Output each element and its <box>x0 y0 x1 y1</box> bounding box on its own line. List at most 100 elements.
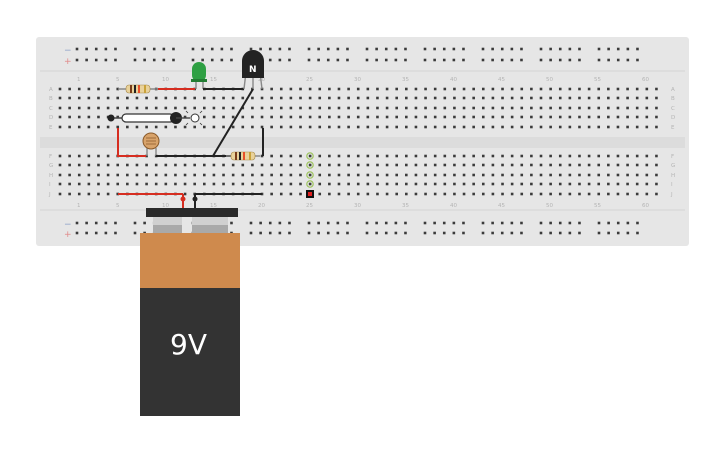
breadboard-hole[interactable] <box>97 163 100 167</box>
breadboard-hole[interactable] <box>655 154 658 158</box>
breadboard-hole[interactable] <box>116 173 120 177</box>
breadboard-hole[interactable] <box>106 106 110 110</box>
breadboard-hole[interactable] <box>539 87 543 91</box>
breadboard-hole[interactable] <box>174 182 177 186</box>
breadboard-hole[interactable] <box>607 87 610 91</box>
breadboard-hole[interactable] <box>645 125 649 129</box>
breadboard-hole[interactable] <box>626 221 630 225</box>
breadboard-hole[interactable] <box>616 58 620 62</box>
breadboard-hole[interactable] <box>328 96 331 100</box>
breadboard-hole[interactable] <box>539 231 543 235</box>
breadboard-hole[interactable] <box>106 173 110 177</box>
breadboard-hole[interactable] <box>626 96 629 100</box>
breadboard-hole[interactable] <box>587 96 591 100</box>
breadboard-hole[interactable] <box>164 125 168 129</box>
breadboard-hole[interactable] <box>568 106 572 110</box>
breadboard-hole[interactable] <box>222 173 225 177</box>
breadboard-hole[interactable] <box>328 154 331 158</box>
breadboard-hole[interactable] <box>433 192 437 196</box>
breadboard-hole[interactable] <box>443 182 447 186</box>
breadboard-hole[interactable] <box>568 125 572 129</box>
breadboard-hole[interactable] <box>318 125 322 129</box>
breadboard-hole[interactable] <box>193 96 196 100</box>
breadboard-hole[interactable] <box>549 106 552 110</box>
breadboard-hole[interactable] <box>143 58 146 62</box>
breadboard-hole[interactable] <box>597 221 601 225</box>
breadboard-hole[interactable] <box>58 154 62 158</box>
breadboard-hole[interactable] <box>356 163 360 167</box>
breadboard-hole[interactable] <box>231 96 235 100</box>
breadboard-hole[interactable] <box>241 96 245 100</box>
breadboard-hole[interactable] <box>279 115 283 119</box>
breadboard-hole[interactable] <box>578 96 581 100</box>
breadboard-hole[interactable] <box>77 173 81 177</box>
breadboard-hole[interactable] <box>443 115 447 119</box>
breadboard-hole[interactable] <box>549 221 552 225</box>
breadboard-hole[interactable] <box>539 221 543 225</box>
breadboard-hole[interactable] <box>278 58 282 62</box>
breadboard-hole[interactable] <box>395 87 398 91</box>
breadboard-hole[interactable] <box>337 106 341 110</box>
breadboard-hole[interactable] <box>558 154 562 158</box>
breadboard-hole[interactable] <box>433 231 436 235</box>
breadboard-hole[interactable] <box>510 125 514 129</box>
breadboard-hole[interactable] <box>268 58 272 62</box>
breadboard-hole[interactable] <box>405 106 408 110</box>
breadboard-hole[interactable] <box>626 106 629 110</box>
breadboard-hole[interactable] <box>77 154 81 158</box>
breadboard-hole[interactable] <box>510 87 514 91</box>
breadboard-hole[interactable] <box>385 106 389 110</box>
breadboard-hole[interactable] <box>97 87 100 91</box>
breadboard-hole[interactable] <box>626 58 630 62</box>
breadboard-hole[interactable] <box>636 47 639 51</box>
breadboard-hole[interactable] <box>356 87 360 91</box>
breadboard-hole[interactable] <box>462 154 466 158</box>
breadboard-hole[interactable] <box>135 125 139 129</box>
breadboard-hole[interactable] <box>405 154 408 158</box>
breadboard-hole[interactable] <box>453 106 456 110</box>
breadboard-hole[interactable] <box>183 182 187 186</box>
breadboard-hole[interactable] <box>616 106 620 110</box>
breadboard-hole[interactable] <box>154 106 158 110</box>
breadboard-hole[interactable] <box>568 96 572 100</box>
breadboard-hole[interactable] <box>385 192 389 196</box>
breadboard-hole[interactable] <box>279 106 283 110</box>
breadboard-hole[interactable] <box>133 47 137 51</box>
breadboard-hole[interactable] <box>328 173 331 177</box>
breadboard-hole[interactable] <box>77 125 81 129</box>
breadboard-hole[interactable] <box>308 87 312 91</box>
breadboard-hole[interactable] <box>558 115 562 119</box>
breadboard-hole[interactable] <box>442 221 446 225</box>
breadboard-hole[interactable] <box>616 154 620 158</box>
breadboard-hole[interactable] <box>491 163 495 167</box>
breadboard-hole[interactable] <box>520 182 524 186</box>
breadboard-hole[interactable] <box>424 182 427 186</box>
breadboard-hole[interactable] <box>607 192 610 196</box>
breadboard-hole[interactable] <box>193 106 196 110</box>
breadboard-hole[interactable] <box>318 115 322 119</box>
breadboard-hole[interactable] <box>442 231 446 235</box>
breadboard-hole[interactable] <box>424 154 427 158</box>
breadboard-hole[interactable] <box>510 192 514 196</box>
breadboard-hole[interactable] <box>154 163 158 167</box>
breadboard-hole[interactable] <box>116 182 120 186</box>
breadboard-hole[interactable] <box>385 115 389 119</box>
breadboard-hole[interactable] <box>472 106 475 110</box>
breadboard-hole[interactable] <box>58 173 62 177</box>
breadboard-hole[interactable] <box>231 163 235 167</box>
breadboard-hole[interactable] <box>530 173 533 177</box>
breadboard-hole[interactable] <box>607 58 610 62</box>
breadboard-hole[interactable] <box>549 96 552 100</box>
breadboard-hole[interactable] <box>607 182 610 186</box>
breadboard-hole[interactable] <box>424 125 427 129</box>
breadboard-hole[interactable] <box>162 47 166 51</box>
breadboard-hole[interactable] <box>346 47 349 51</box>
breadboard-hole[interactable] <box>289 125 293 129</box>
breadboard-hole[interactable] <box>347 96 350 100</box>
breadboard-hole[interactable] <box>279 125 283 129</box>
breadboard-hole[interactable] <box>424 87 427 91</box>
breadboard-hole[interactable] <box>260 106 264 110</box>
breadboard-hole[interactable] <box>491 115 495 119</box>
breadboard-hole[interactable] <box>462 182 466 186</box>
breadboard-hole[interactable] <box>183 173 187 177</box>
